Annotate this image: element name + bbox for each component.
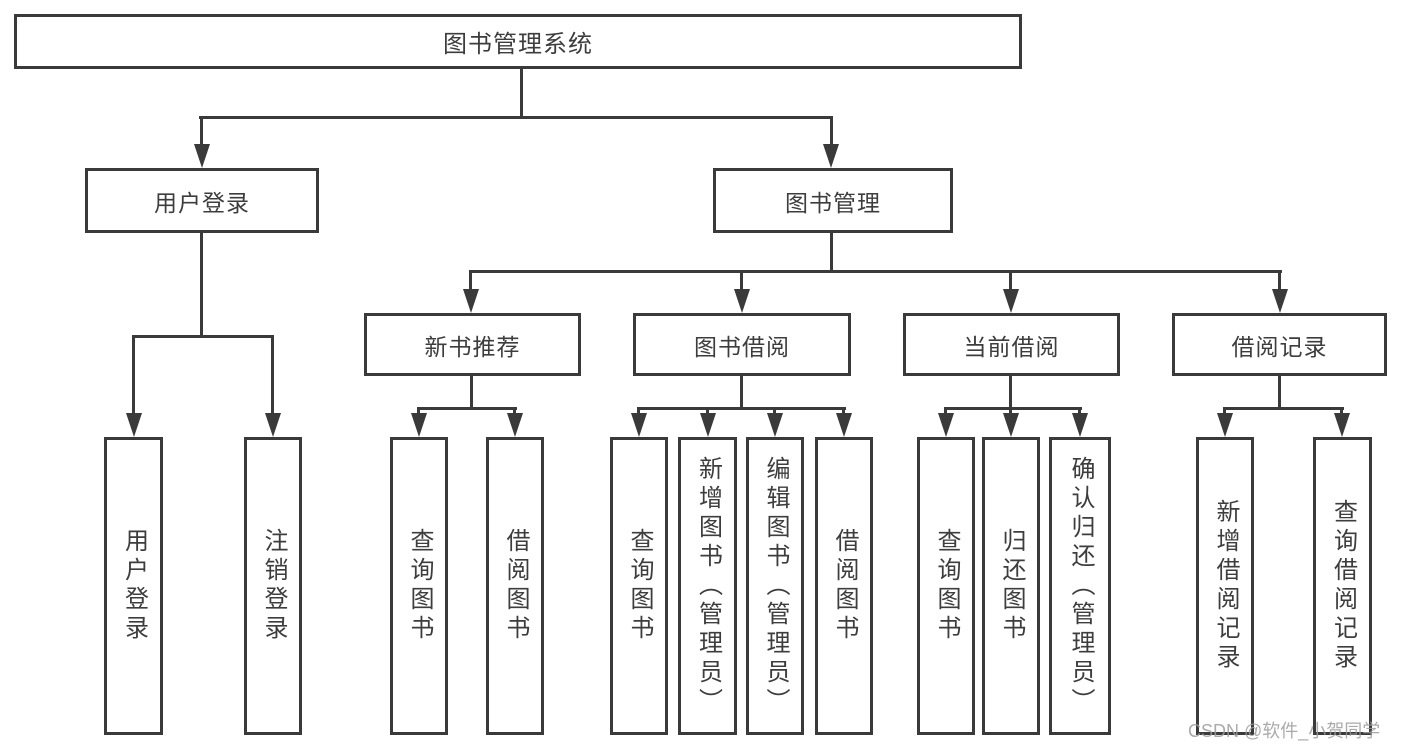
node-book-borrowing: 图书借阅 — [633, 313, 851, 376]
leaf-query-books-recommend: 查询图书 — [390, 437, 448, 735]
leaf-label: 新增借阅记录 — [1212, 499, 1239, 673]
connector-stem — [637, 407, 640, 416]
node-label: 图书借阅 — [694, 333, 790, 360]
node-label: 图书管理 — [785, 189, 881, 216]
node-label: 借阅记录 — [1231, 333, 1328, 360]
arrow-down-icon — [411, 413, 427, 437]
connector-stem — [1009, 374, 1012, 409]
arrow-down-icon — [1072, 413, 1088, 437]
leaf-label: 确认归还（管理员） — [1067, 455, 1094, 717]
arrow-down-icon — [767, 413, 783, 437]
node-label: 新书推荐 — [424, 333, 521, 360]
node-label: 图书管理系统 — [443, 31, 593, 58]
arrow-down-icon — [507, 413, 523, 437]
leaf-query-borrow-record: 查询借阅记录 — [1313, 437, 1372, 735]
connector-level2-bar — [199, 116, 832, 119]
connector-level3-bar — [469, 270, 1282, 273]
leaf-add-borrow-record: 新增借阅记录 — [1196, 437, 1254, 735]
connector-stem — [1078, 407, 1081, 416]
leaf-confirm-return-admin: 确认归还（管理员） — [1049, 437, 1111, 735]
arrow-down-icon — [938, 413, 954, 437]
leaf-query-books-current: 查询图书 — [917, 437, 975, 735]
arrow-down-icon — [1272, 289, 1288, 313]
connector-bar — [1223, 407, 1344, 410]
connector-stem — [706, 407, 709, 416]
connector-bar — [944, 407, 1082, 410]
leaf-edit-books-admin: 编辑图书（管理员） — [746, 437, 804, 735]
leaf-label: 查询图书 — [406, 528, 433, 644]
leaf-label: 借阅图书 — [502, 528, 529, 644]
connector-stem — [470, 374, 473, 409]
leaf-return-books: 归还图书 — [982, 437, 1040, 735]
arrow-down-icon — [836, 413, 852, 437]
node-label: 用户登录 — [154, 189, 250, 216]
node-book-management: 图书管理 — [713, 168, 953, 233]
leaf-label: 借阅图书 — [831, 528, 858, 644]
node-borrowing-records: 借阅记录 — [1172, 313, 1387, 376]
arrow-down-icon — [126, 413, 142, 437]
connector-stem — [132, 335, 135, 415]
connector-bar — [637, 407, 846, 410]
connector-stem — [944, 407, 947, 416]
arrow-down-icon — [265, 413, 281, 437]
connector-bar — [417, 407, 517, 410]
leaf-label: 归还图书 — [998, 528, 1025, 644]
leaf-user-login: 用户登录 — [104, 437, 163, 735]
connector-bar — [132, 335, 274, 338]
node-user-login: 用户登录 — [85, 168, 319, 233]
arrow-down-icon — [631, 413, 647, 437]
arrow-down-icon — [1334, 413, 1350, 437]
connector-stem — [1340, 407, 1343, 416]
connector-stem — [830, 233, 833, 272]
node-label: 当前借阅 — [963, 333, 1060, 360]
connector-stem — [773, 407, 776, 416]
leaf-label: 查询图书 — [626, 528, 653, 644]
connector-stem — [469, 270, 472, 291]
connector-stem — [417, 407, 420, 416]
connector-stem — [200, 116, 203, 146]
node-library-management-system: 图书管理系统 — [14, 14, 1022, 69]
connector-stem — [1223, 407, 1226, 416]
arrow-down-icon — [700, 413, 716, 437]
arrow-down-icon — [463, 289, 479, 313]
arrow-down-icon — [194, 144, 210, 168]
arrow-down-icon — [734, 289, 750, 313]
leaf-label: 查询借阅记录 — [1329, 499, 1357, 673]
leaf-add-books-admin: 新增图书（管理员） — [678, 437, 737, 735]
connector-stem — [830, 116, 833, 146]
arrow-down-icon — [1003, 289, 1019, 313]
arrow-down-icon — [1003, 413, 1019, 437]
watermark: CSDN @软件_小贺同学 — [1188, 721, 1381, 741]
connector-stem — [1009, 270, 1012, 291]
leaf-label: 注销登录 — [260, 528, 287, 644]
leaf-label: 用户登录 — [120, 528, 148, 644]
connector-stem — [740, 270, 743, 291]
leaf-query-books-borrowing: 查询图书 — [610, 437, 668, 735]
node-new-book-recommendation: 新书推荐 — [364, 313, 581, 376]
connector-root-stem — [520, 69, 523, 118]
node-current-borrowing: 当前借阅 — [903, 313, 1120, 376]
connector-stem — [1278, 270, 1281, 291]
leaf-label: 编辑图书（管理员） — [762, 455, 789, 717]
arrow-down-icon — [823, 144, 839, 168]
leaf-label: 新增图书（管理员） — [694, 455, 722, 717]
arrow-down-icon — [1217, 413, 1233, 437]
connector-stem — [1278, 374, 1281, 409]
connector-stem — [740, 374, 743, 409]
connector-stem — [513, 407, 516, 416]
leaf-label: 查询图书 — [933, 528, 960, 644]
connector-stem — [842, 407, 845, 416]
connector-stem — [200, 233, 203, 337]
leaf-borrow-books-recommend: 借阅图书 — [486, 437, 544, 735]
connector-stem — [271, 335, 274, 415]
connector-stem — [1009, 407, 1012, 416]
leaf-borrow-books-borrowing: 借阅图书 — [815, 437, 873, 735]
leaf-logout: 注销登录 — [244, 437, 302, 735]
